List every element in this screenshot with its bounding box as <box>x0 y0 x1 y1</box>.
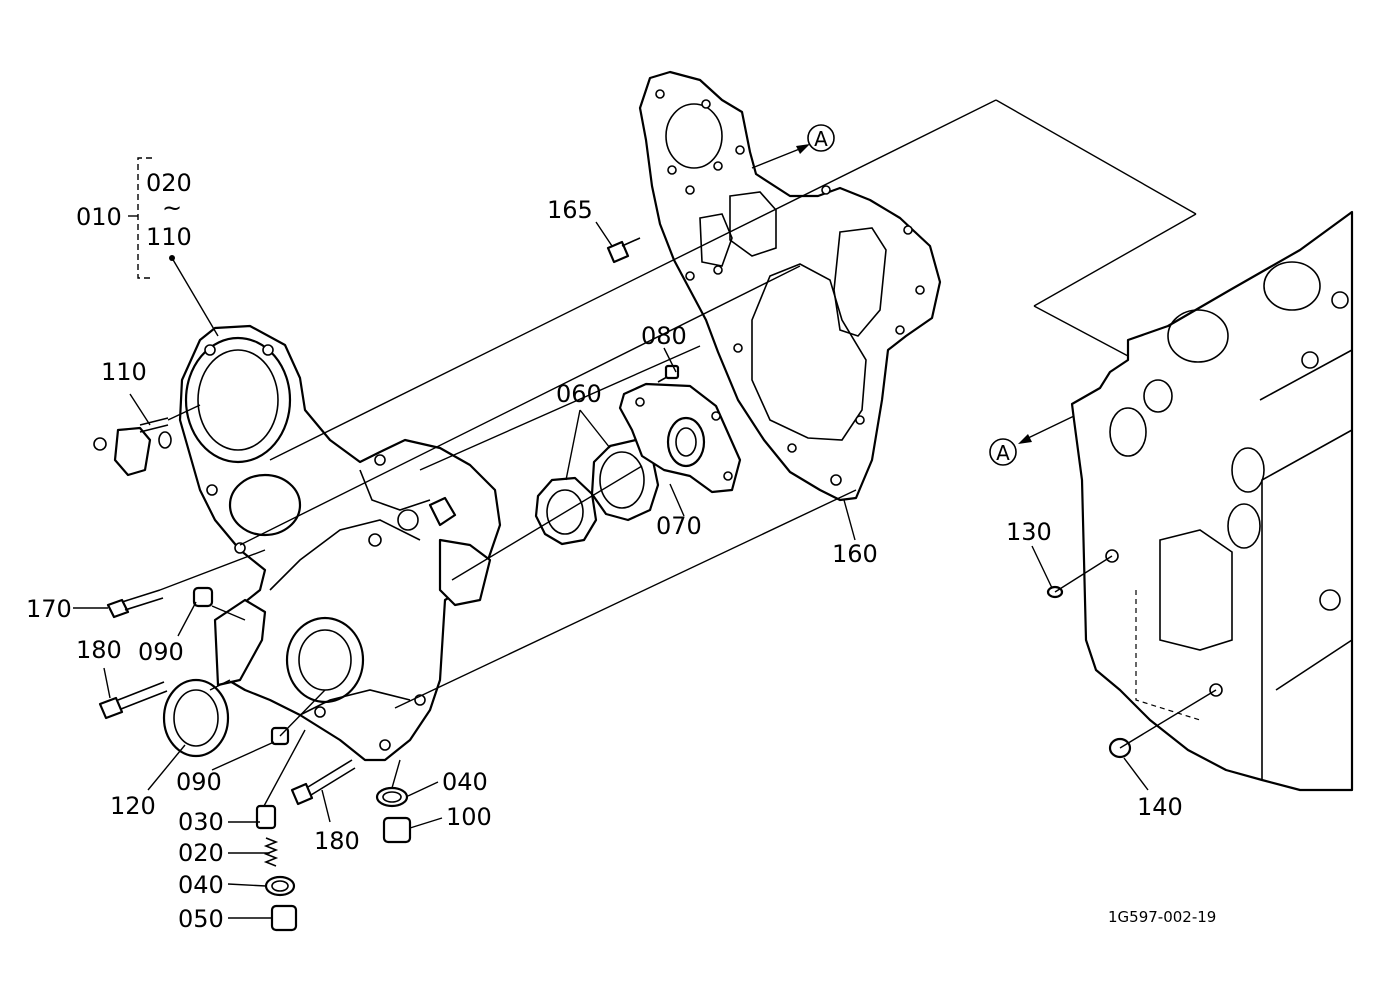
gear-case <box>178 324 502 762</box>
callout-assembly-tilde: ~ <box>162 194 182 222</box>
callout-130: 130 <box>1006 518 1052 546</box>
callout-090-top: 090 <box>138 638 184 666</box>
cylinder-block <box>1070 210 1354 792</box>
part-100-plug <box>382 816 412 844</box>
view-arrow-lower <box>1018 415 1075 444</box>
part-165-bolt <box>606 237 641 264</box>
part-050-plug <box>270 904 298 932</box>
alignment-lines <box>159 99 1217 807</box>
part-070-pump-cover <box>618 382 742 494</box>
part-020-spring <box>263 837 279 867</box>
part-040-washer-left <box>264 875 296 897</box>
callout-050: 050 <box>178 905 224 933</box>
view-ref-circle-upper <box>807 124 835 152</box>
view-ref-lower: A <box>996 441 1010 465</box>
callout-assembly-010: 010 <box>76 203 122 231</box>
part-180-bolt-bottom <box>290 759 356 806</box>
part-170-bolt <box>106 589 164 619</box>
part-060-pump-rotors <box>534 438 660 546</box>
callout-080: 080 <box>641 322 687 350</box>
part-120-oil-seal <box>162 678 230 758</box>
callout-160: 160 <box>832 540 878 568</box>
part-090-plug-top <box>192 586 214 608</box>
view-ref-circle-lower <box>989 438 1017 466</box>
part-110-bolt-bracket <box>93 417 172 477</box>
callout-assembly-from: 020 <box>146 169 192 197</box>
callout-180-bottom: 180 <box>314 827 360 855</box>
callout-120: 120 <box>110 792 156 820</box>
callout-180-left: 180 <box>76 636 122 664</box>
callout-040-right: 040 <box>442 768 488 796</box>
view-ref-upper: A <box>814 127 828 151</box>
part-160-gasket-plate <box>638 70 942 502</box>
callout-090-bottom: 090 <box>176 768 222 796</box>
callout-060: 060 <box>556 380 602 408</box>
part-080-screw <box>657 364 680 383</box>
part-180-bolt-left <box>98 681 168 720</box>
callout-070: 070 <box>656 512 702 540</box>
callout-assembly-to: 110 <box>146 223 192 251</box>
callout-170: 170 <box>26 595 72 623</box>
callout-040-left: 040 <box>178 871 224 899</box>
callout-100: 100 <box>446 803 492 831</box>
callout-165: 165 <box>547 196 593 224</box>
leader-lines <box>73 157 1149 919</box>
callout-030: 030 <box>178 808 224 836</box>
callout-020: 020 <box>178 839 224 867</box>
callout-140: 140 <box>1137 793 1183 821</box>
callout-labels: 010 020 ~ 110 110 170 090 180 120 090 03… <box>26 169 1183 933</box>
part-030-valve <box>255 804 277 830</box>
figure-id: 1G597-002-19 <box>1108 908 1216 926</box>
view-arrow-upper <box>751 144 810 169</box>
part-040-washer-right <box>375 786 409 808</box>
callout-110: 110 <box>101 358 147 386</box>
